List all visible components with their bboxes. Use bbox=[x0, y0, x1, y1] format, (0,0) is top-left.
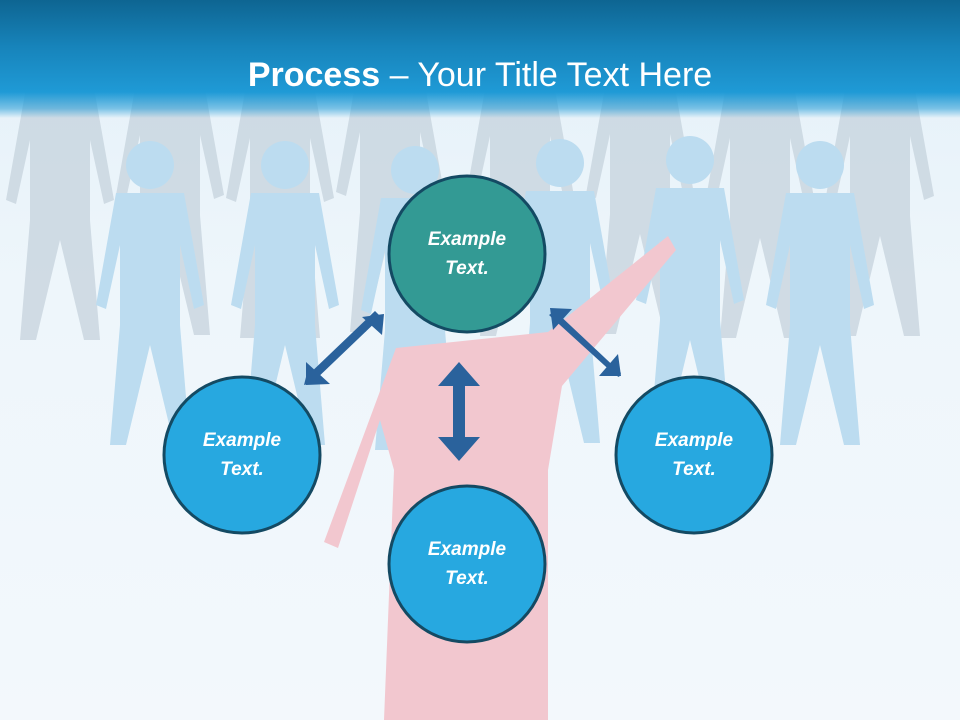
node-right-line2: Text. bbox=[672, 459, 716, 480]
node-bottom-line2: Text. bbox=[445, 568, 489, 589]
node-top-line2: Text. bbox=[445, 258, 489, 279]
node-bottom-label: Example Text. bbox=[389, 535, 545, 593]
connector-arrows bbox=[304, 308, 621, 461]
node-left-line2: Text. bbox=[220, 459, 264, 480]
node-right-circle bbox=[614, 375, 774, 535]
title-bold: Process bbox=[247, 56, 381, 94]
title-rest: Your Title Text Here bbox=[417, 56, 713, 94]
node-top-label: Example Text. bbox=[389, 225, 545, 283]
arrow-top-left bbox=[304, 311, 381, 385]
node-right-label: Example Text. bbox=[616, 426, 772, 484]
node-top-line1: Example bbox=[427, 229, 507, 250]
node-right-line1: Example bbox=[654, 430, 734, 451]
node-top-circle bbox=[387, 174, 547, 334]
node-left-label: Example Text. bbox=[164, 426, 320, 484]
node-bottom-circle bbox=[387, 484, 547, 644]
title-bar bbox=[0, 0, 960, 118]
node-bottom-line1: Example bbox=[427, 539, 507, 560]
slide-title: Process – Your Title Text Here bbox=[0, 52, 960, 98]
node-left-line1: Example bbox=[202, 430, 282, 451]
node-left-circle bbox=[162, 375, 322, 535]
arrow-vertical bbox=[453, 380, 465, 444]
title-dash: – bbox=[380, 56, 418, 94]
arrow-top-right bbox=[549, 311, 621, 377]
